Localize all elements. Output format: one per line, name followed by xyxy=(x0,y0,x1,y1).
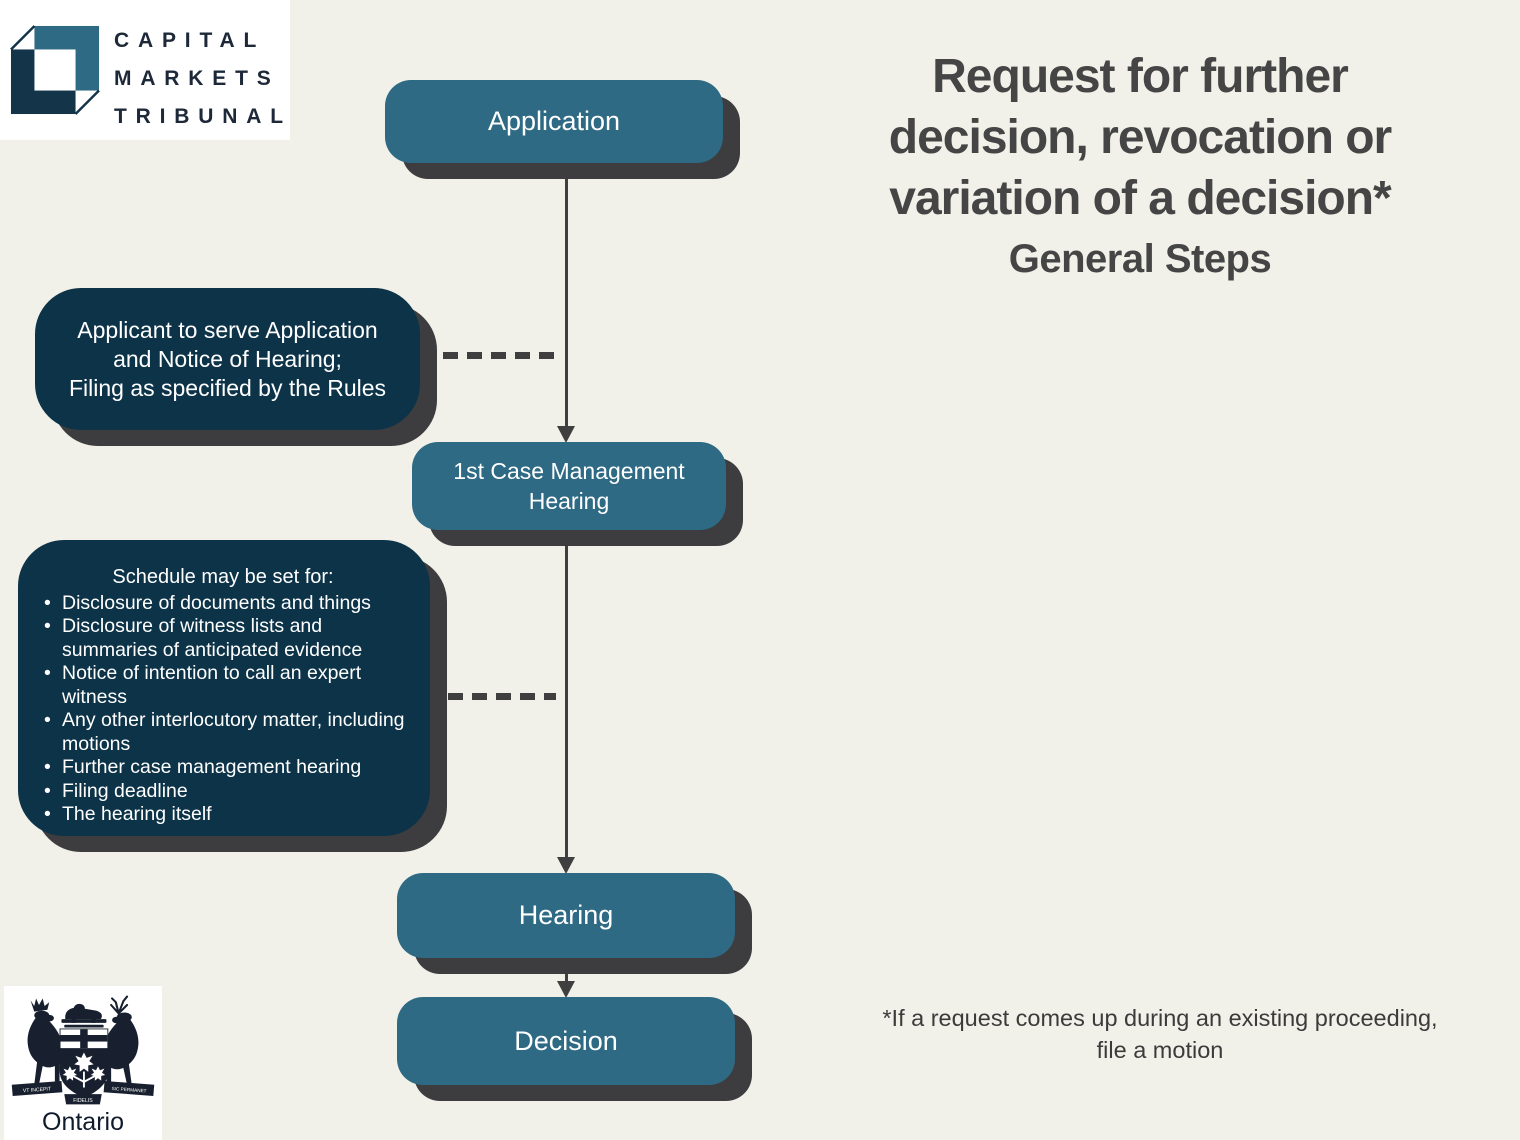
title-line-3: variation of a decision* xyxy=(889,172,1391,225)
arrow-down-icon xyxy=(557,426,575,443)
flow-node-hearing: Hearing xyxy=(397,873,735,958)
schedule-item: Further case management hearing xyxy=(38,756,408,780)
arrow-down-icon xyxy=(557,981,575,998)
flow-line-segment xyxy=(565,958,568,983)
schedule-item-list: Disclosure of documents and things Discl… xyxy=(38,592,408,827)
title-subtitle: General Steps xyxy=(1008,237,1272,281)
flow-node-decision: Decision xyxy=(397,997,735,1085)
cube-logo-icon xyxy=(10,25,100,115)
schedule-note: Schedule may be set for: Disclosure of d… xyxy=(18,540,430,836)
ontario-wordmark: Ontario xyxy=(42,1108,124,1136)
dashed-connector xyxy=(448,693,556,700)
dashed-connector xyxy=(443,352,556,359)
flow-node-application: Application xyxy=(385,80,723,163)
brand-line-2: MARKETS xyxy=(114,67,280,90)
footnote-line-2: file a motion xyxy=(1096,1037,1224,1063)
ontario-logo: VT INCEPIT SIC PERMANET FIDELIS Ontario xyxy=(4,986,162,1140)
motto-right-text: SIC PERMANET xyxy=(111,1086,146,1093)
schedule-item: Notice of intention to call an expert wi… xyxy=(38,662,408,709)
brand-name: CAPITAL MARKETS TRIBUNAL xyxy=(114,22,292,136)
arrow-down-icon xyxy=(557,857,575,874)
flow-line-segment xyxy=(565,163,568,427)
capital-markets-tribunal-logo: CAPITAL MARKETS TRIBUNAL xyxy=(0,0,290,140)
flow-line-segment xyxy=(565,531,568,858)
schedule-note-heading: Schedule may be set for: xyxy=(112,566,334,588)
motto-left-text: VT INCEPIT xyxy=(23,1086,52,1094)
motto-center-text: FIDELIS xyxy=(73,1098,93,1104)
serve-note-line-1: Applicant to serve Application xyxy=(77,316,378,343)
serve-note-line-2: and Notice of Hearing; xyxy=(113,345,342,372)
title-line-2: decision, revocation or xyxy=(888,111,1392,164)
serve-note-line-3: Filing as specified by the Rules xyxy=(68,374,387,401)
brand-line-3: TRIBUNAL xyxy=(114,105,292,128)
title-line-1: Request for further xyxy=(932,50,1349,103)
schedule-item: Any other interlocutory matter, includin… xyxy=(38,709,408,756)
schedule-item: Filing deadline xyxy=(38,780,408,804)
schedule-item: Disclosure of witness lists and summarie… xyxy=(38,615,408,662)
serve-application-note: Applicant to serve Application and Notic… xyxy=(35,288,420,430)
footnote: *If a request comes up during an existin… xyxy=(840,1002,1480,1066)
page-title: Request for further decision, revocation… xyxy=(810,46,1470,285)
schedule-item: Disclosure of documents and things xyxy=(38,592,408,616)
ontario-coat-of-arms-icon: VT INCEPIT SIC PERMANET FIDELIS xyxy=(11,995,155,1105)
flow-node-first-case-management-hearing: 1st Case Management Hearing xyxy=(412,442,726,530)
footnote-line-1: *If a request comes up during an existin… xyxy=(882,1005,1438,1031)
schedule-item: The hearing itself xyxy=(38,803,408,827)
brand-line-1: CAPITAL xyxy=(114,29,266,52)
